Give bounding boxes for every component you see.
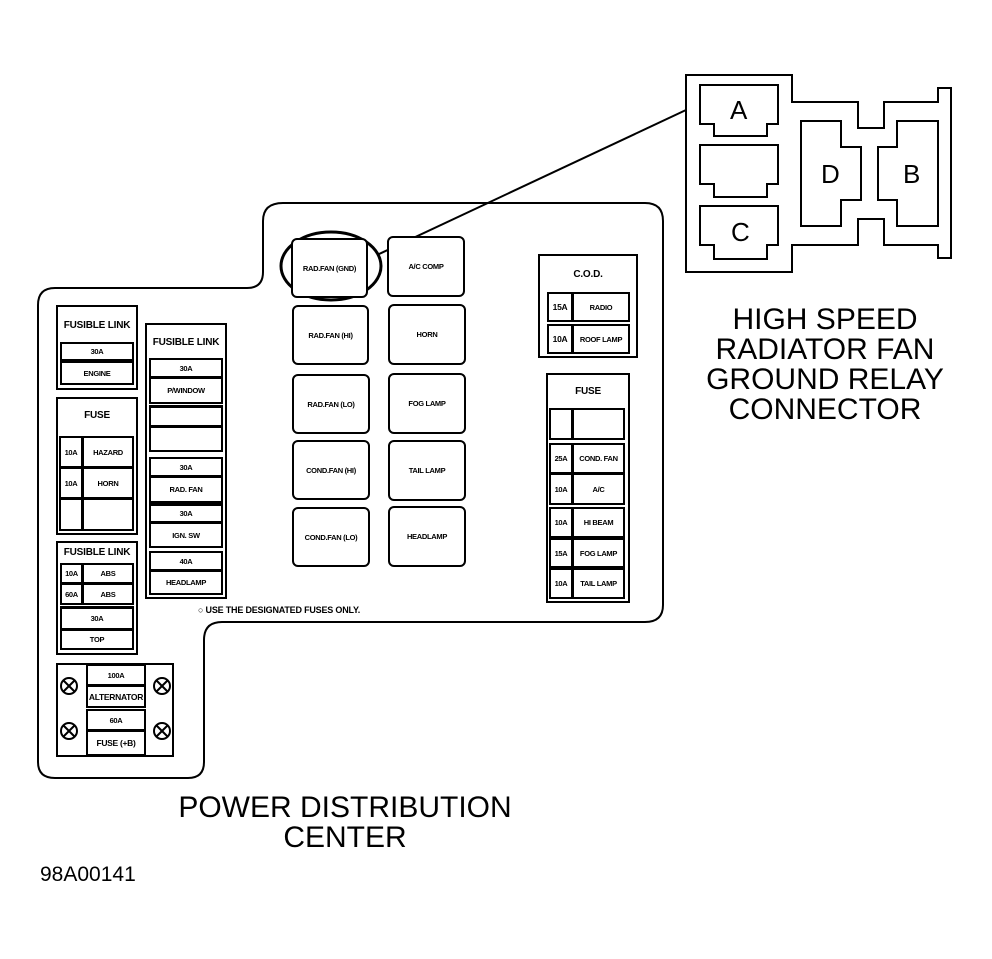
fuse-label: A/C bbox=[572, 473, 625, 505]
fuse-amp-rating: 30A bbox=[149, 358, 223, 378]
block-header: FUSIBLE LINK bbox=[63, 320, 131, 331]
pin-label-c: C bbox=[731, 217, 750, 247]
connector-cavity-d bbox=[800, 120, 862, 227]
terminal-screw-icon bbox=[60, 722, 78, 740]
pin-label-d: D bbox=[821, 159, 840, 189]
pdc-housing-outline bbox=[37, 202, 664, 779]
fuse-label: ROOF LAMP bbox=[572, 324, 630, 354]
callout-highlight-ellipse bbox=[279, 230, 383, 302]
relay-rad-fan-gnd: RAD.FAN (GND) bbox=[291, 238, 368, 298]
block-header: FUSE bbox=[84, 410, 110, 421]
connector-title-line: GROUND RELAY bbox=[706, 363, 944, 396]
connector-title-line: RADIATOR FAN bbox=[715, 333, 935, 366]
designated-fuse-note: ○ USE THE DESIGNATED FUSES ONLY. bbox=[198, 605, 361, 615]
block-header: FUSIBLE LINK bbox=[152, 337, 220, 348]
fuse-label: TAIL LAMP bbox=[572, 567, 625, 599]
fuse-label: IGN. SW bbox=[149, 522, 223, 548]
fuse-amp-rating: 10A bbox=[59, 436, 83, 468]
relay-cond-fan-hi: COND.FAN (HI) bbox=[292, 440, 370, 500]
fuse-slot-empty bbox=[59, 498, 83, 531]
fuse-amp-rating: 10A bbox=[549, 567, 573, 599]
fuse-label: RADIO bbox=[572, 292, 630, 322]
pdc-title: POWER DISTRIBUTION CENTER bbox=[150, 793, 540, 853]
fuse-label: FUSE (+B) bbox=[86, 730, 146, 756]
fuse-amp-rating: 10A bbox=[547, 324, 573, 354]
figure-id: 98A00141 bbox=[40, 863, 136, 886]
relay-fog-lamp: FOG LAMP bbox=[388, 373, 466, 434]
fuse-amp-rating: 15A bbox=[547, 292, 573, 322]
pin-label-a: A bbox=[730, 95, 748, 125]
relay-tail-lamp: TAIL LAMP bbox=[388, 440, 466, 501]
fuse-label: RAD. FAN bbox=[149, 476, 223, 503]
terminal-screw-icons bbox=[60, 677, 171, 740]
fuse-slot-empty bbox=[149, 426, 223, 452]
pdc-title-line: POWER DISTRIBUTION bbox=[178, 791, 512, 824]
fuse-slot-empty bbox=[572, 408, 625, 440]
fuse-slot-empty bbox=[549, 408, 573, 440]
connector-body-outline bbox=[685, 74, 952, 273]
fuse-label: HEADLAMP bbox=[149, 570, 223, 595]
fuse-slot-empty bbox=[82, 498, 134, 531]
fuse-amp-rating: 10A bbox=[549, 473, 573, 505]
connector-title: HIGH SPEED RADIATOR FAN GROUND RELAY CON… bbox=[690, 305, 960, 425]
fuse-label: ENGINE bbox=[60, 361, 134, 385]
relay-ac-comp: A/C COMP bbox=[387, 236, 465, 297]
fuse-amp-rating: 30A bbox=[60, 606, 134, 630]
fuse-amp-rating: 10A bbox=[549, 507, 573, 538]
fuse-amp-rating: 30A bbox=[149, 457, 223, 477]
fuse-label: ABS bbox=[82, 583, 134, 605]
fuse-label: HORN bbox=[82, 467, 134, 499]
fuse-slot-empty bbox=[149, 405, 223, 427]
connector-cavity-c bbox=[699, 205, 779, 260]
fuse-amp-rating: 15A bbox=[549, 537, 573, 568]
block-header: FUSIBLE LINK bbox=[63, 547, 131, 558]
fuse-amp-rating: 30A bbox=[149, 503, 223, 523]
fuse-amp-rating: 10A bbox=[60, 563, 83, 584]
fuse-amp-rating: 100A bbox=[86, 664, 146, 686]
fuse-amp-rating: 25A bbox=[549, 443, 573, 474]
connector-cavity-b bbox=[877, 120, 939, 227]
fuse-amp-rating: 40A bbox=[149, 551, 223, 571]
fuse-label: P/WINDOW bbox=[149, 377, 223, 404]
terminal-screw-icon bbox=[153, 722, 171, 740]
fuse-amp-rating: 30A bbox=[60, 342, 134, 361]
connector-title-line: CONNECTOR bbox=[728, 393, 922, 426]
terminal-screw-icon bbox=[153, 677, 171, 695]
connector-title-line: HIGH SPEED bbox=[732, 303, 918, 336]
block-header: C.O.D. bbox=[573, 269, 603, 280]
fuse-label: TOP bbox=[60, 629, 134, 650]
pdc-title-line: CENTER bbox=[283, 821, 407, 854]
relay-horn: HORN bbox=[388, 304, 466, 365]
relay-rad-fan-lo: RAD.FAN (LO) bbox=[292, 374, 370, 434]
relay-rad-fan-hi: RAD.FAN (HI) bbox=[292, 305, 369, 365]
pin-label-b: B bbox=[903, 159, 921, 189]
fuse-amp-rating: 60A bbox=[86, 709, 146, 731]
fuse-label: ABS bbox=[82, 563, 134, 584]
fuse-label: ALTERNATOR bbox=[86, 685, 146, 708]
block-header: FUSE bbox=[575, 386, 601, 397]
fuse-amp-rating: 60A bbox=[60, 583, 83, 605]
terminal-screw-icon bbox=[60, 677, 78, 695]
callout-line bbox=[376, 109, 687, 256]
fuse-label: HAZARD bbox=[82, 436, 134, 468]
fuse-label: FOG LAMP bbox=[572, 537, 625, 568]
fuse-amp-rating: 10A bbox=[59, 467, 83, 499]
connector-cavity-a bbox=[699, 84, 779, 137]
relay-headlamp: HEADLAMP bbox=[388, 506, 466, 567]
connector-cavity-empty bbox=[699, 144, 779, 198]
fuse-label: COND. FAN bbox=[572, 443, 625, 474]
relay-cond-fan-lo: COND.FAN (LO) bbox=[292, 507, 370, 567]
fuse-label: HI BEAM bbox=[572, 507, 625, 538]
